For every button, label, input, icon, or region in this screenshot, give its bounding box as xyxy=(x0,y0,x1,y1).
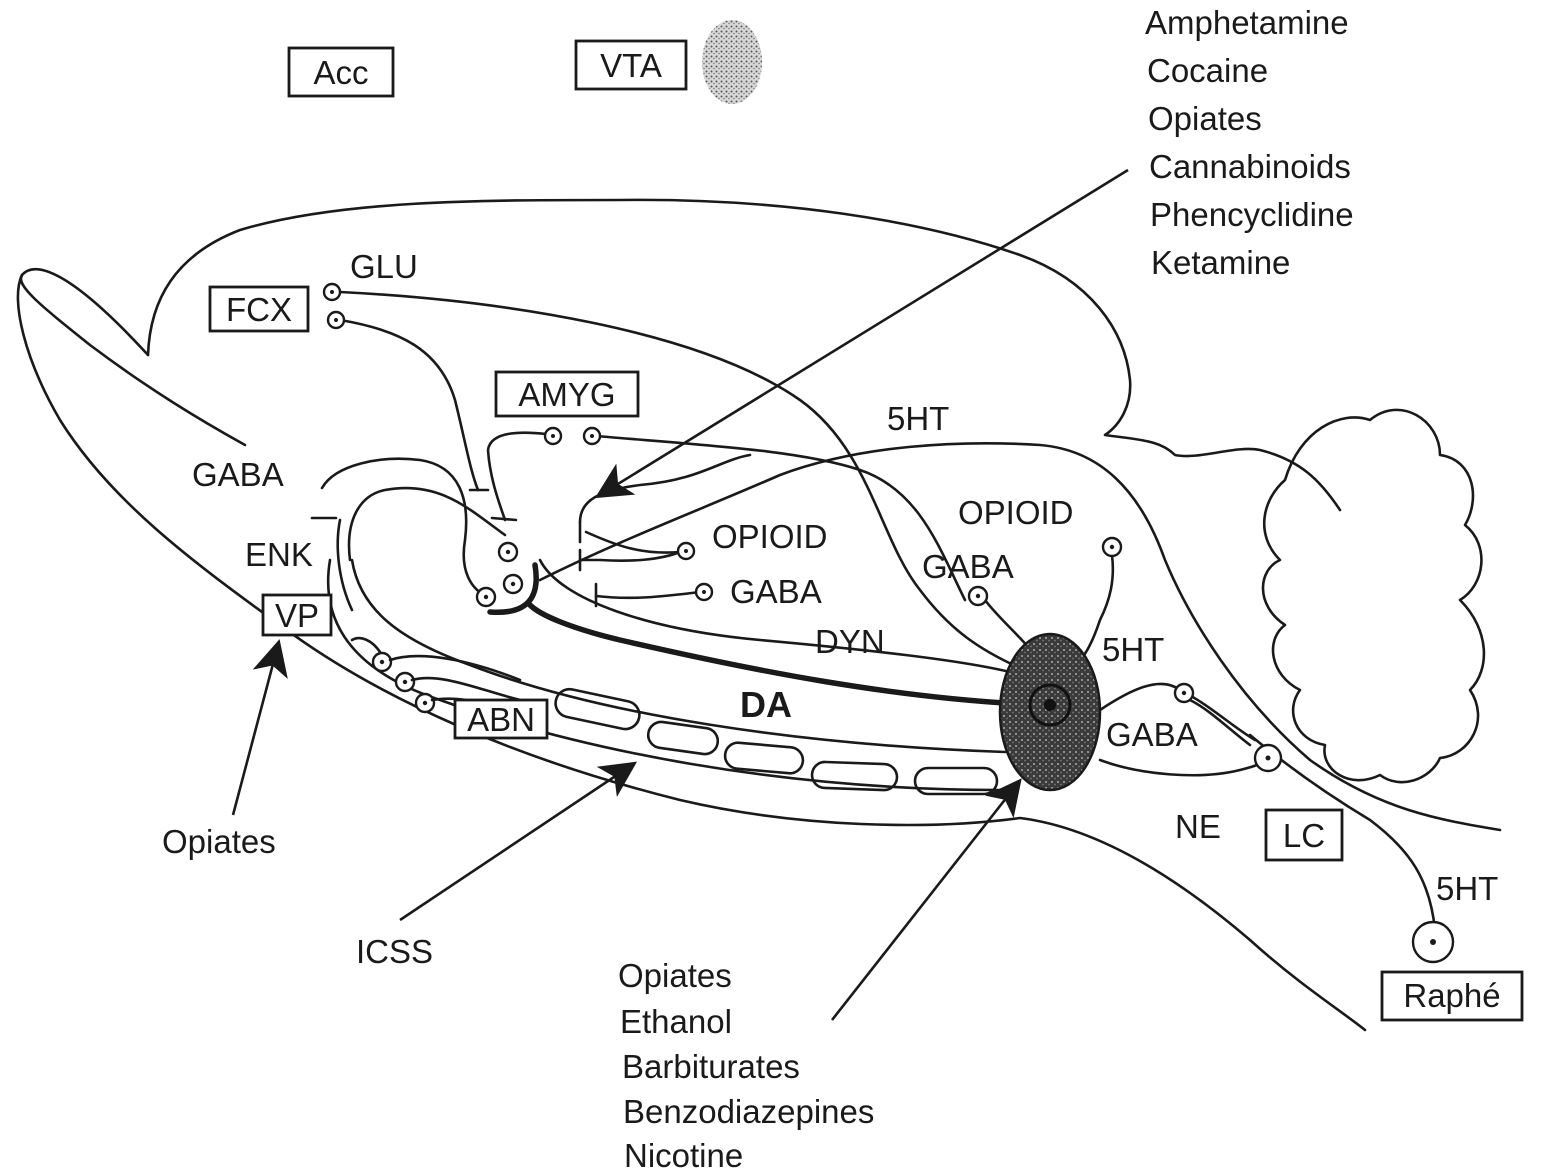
vp-opiates-arrow xyxy=(233,645,278,815)
drug-ketamine: Ketamine xyxy=(1151,244,1290,281)
drug-benzodiazepines: Benzodiazepines xyxy=(623,1093,874,1130)
label-icss: ICSS xyxy=(356,933,433,970)
drug-cocaine: Cocaine xyxy=(1147,52,1268,89)
box-acc: Acc xyxy=(289,48,393,96)
label-gaba-mid: GABA xyxy=(730,573,822,610)
label-gaba-lower-right: GABA xyxy=(1106,716,1198,753)
label-lc: LC xyxy=(1283,817,1325,854)
label-5ht-right: 5HT xyxy=(1102,631,1164,668)
label-da: DA xyxy=(740,684,792,725)
label-glu: GLU xyxy=(350,248,418,285)
drug-cannabinoids: Cannabinoids xyxy=(1149,148,1351,185)
label-dyn: DYN xyxy=(815,623,885,660)
label-opioid-right: OPIOID xyxy=(958,494,1074,531)
label-acc: Acc xyxy=(313,54,368,91)
box-raphe: Raphé xyxy=(1382,972,1522,1020)
label-ne: NE xyxy=(1175,808,1221,845)
label-vp: VP xyxy=(275,597,319,634)
vta-cell-body xyxy=(1000,634,1100,790)
label-5ht-raphe: 5HT xyxy=(1436,870,1498,907)
drug-nicotine: Nicotine xyxy=(624,1137,743,1174)
box-vta: VTA xyxy=(576,41,686,89)
label-opioid-mid: OPIOID xyxy=(712,518,828,555)
drug-amphetamine: Amphetamine xyxy=(1145,4,1349,41)
drug-opiates-vta: Opiates xyxy=(618,957,732,994)
label-fcx: FCX xyxy=(226,291,292,328)
label-5ht-top: 5HT xyxy=(887,400,949,437)
vta-legend-swatch xyxy=(702,20,762,104)
icss-arrow xyxy=(400,765,632,920)
label-enk: ENK xyxy=(245,536,313,573)
drug-ethanol: Ethanol xyxy=(620,1003,732,1040)
box-lc: LC xyxy=(1266,810,1342,860)
medial-forebrain-bundle xyxy=(328,488,1005,794)
label-amyg: AMYG xyxy=(518,376,615,413)
label-gaba-left: GABA xyxy=(192,456,284,493)
label-vta: VTA xyxy=(600,47,662,84)
drug-barbiturates: Barbiturates xyxy=(622,1048,800,1085)
box-amyg: AMYG xyxy=(496,372,638,416)
box-vp: VP xyxy=(263,595,331,635)
transmitter-labels: GLU GABA ENK OPIOID GABA DYN 5HT OPIOID … xyxy=(192,248,1498,907)
label-raphe: Raphé xyxy=(1403,977,1500,1014)
vta-drug-list: Opiates Ethanol Barbiturates Benzodiazep… xyxy=(618,957,874,1174)
box-fcx: FCX xyxy=(210,287,308,331)
drug-opiates: Opiates xyxy=(1148,100,1262,137)
vta-drug-arrow xyxy=(832,783,1018,1020)
accumbens-drug-list: Amphetamine Cocaine Opiates Cannabinoids… xyxy=(1145,4,1354,281)
label-abn: ABN xyxy=(467,701,535,738)
label-gaba-right: GABA xyxy=(922,548,1014,585)
box-abn: ABN xyxy=(455,700,547,738)
drug-phencyclidine: Phencyclidine xyxy=(1150,196,1354,233)
label-vp-opiates: Opiates xyxy=(162,823,276,860)
